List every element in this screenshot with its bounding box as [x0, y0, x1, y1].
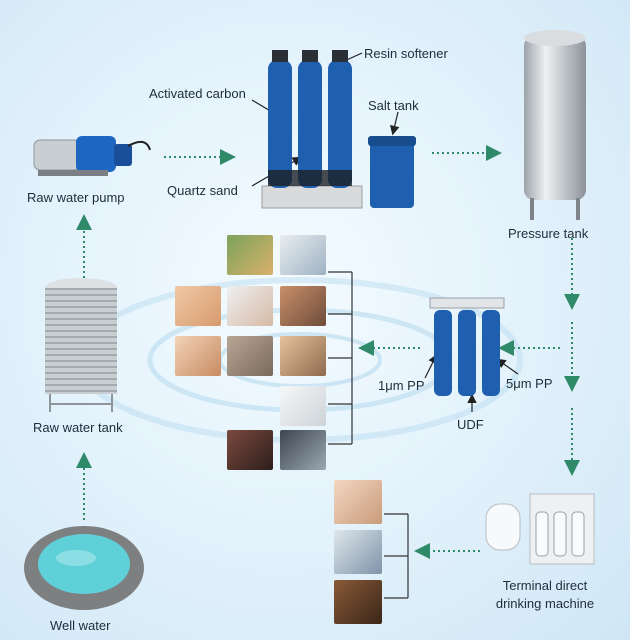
photo-shower [280, 286, 326, 326]
photo-hair-wash [280, 336, 326, 376]
photo-baby-bath [175, 286, 221, 326]
raw-water-pump-illustration [33, 136, 151, 176]
pointer-salt-tank [389, 111, 400, 136]
label-resin-softener: Resin softener [364, 46, 448, 61]
photo-kitchen [334, 530, 382, 574]
pp-udf-filters-illustration [429, 297, 505, 396]
label-salt-tank: Salt tank [368, 98, 419, 113]
label-raw-water-tank: Raw water tank [33, 420, 123, 435]
label-pressure-tank: Pressure tank [508, 226, 589, 241]
photo-fruit-wash [227, 235, 273, 275]
salt-tank-illustration [368, 136, 416, 208]
softener-vessels-illustration [261, 50, 363, 209]
label-well-water: Well water [50, 618, 111, 633]
photo-child [175, 336, 221, 376]
photo-tea [334, 580, 382, 624]
photo-woman-bath [227, 286, 273, 326]
photo-bracket-2 [384, 513, 409, 599]
photo-spa [227, 336, 273, 376]
pressure-tank-illustration [524, 30, 586, 220]
photo-water-splash [280, 430, 326, 470]
photo-floor-heating [227, 430, 273, 470]
terminal-machine-illustration [485, 493, 595, 565]
label-activated-carbon: Activated carbon [149, 86, 246, 101]
label-terminal-line1: Terminal direct [502, 578, 588, 593]
photo-faucet [280, 235, 326, 275]
photo-bracket-1 [328, 271, 353, 445]
label-terminal-line2: drinking machine [495, 596, 595, 611]
pointer-5um [496, 358, 519, 375]
label-raw-water-pump: Raw water pump [27, 190, 125, 205]
photo-girl-drinking [334, 480, 382, 524]
label-udf: UDF [457, 417, 484, 432]
well-water-illustration [24, 526, 144, 610]
label-5um-pp: 5μm PP [506, 376, 553, 391]
raw-water-tank-illustration [45, 278, 117, 412]
photo-hand-wash [280, 386, 326, 426]
label-1um-pp: 1μm PP [378, 378, 425, 393]
label-quartz-sand: Quartz sand [167, 183, 238, 198]
